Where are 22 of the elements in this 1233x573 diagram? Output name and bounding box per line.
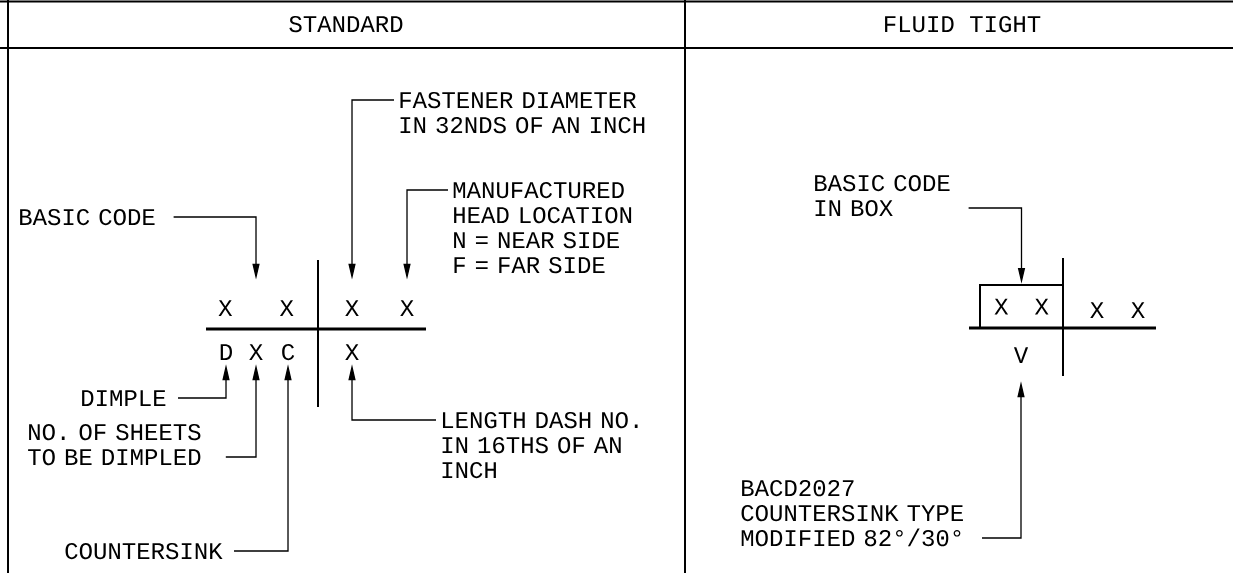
code-letter: X — [345, 300, 359, 316]
code-letter: V — [1013, 347, 1029, 363]
code-letter: X — [400, 300, 414, 316]
callout-text: BACD2027 COUNTERSINK TYPE MODIFIED 82°/30° — [741, 479, 963, 547]
code-letter: X — [345, 344, 359, 360]
code-letter: X — [1131, 302, 1145, 318]
code-letter: C — [282, 343, 295, 361]
callout-text: BASIC CODE IN BOX — [815, 174, 950, 217]
column-header: FLUID TIGHT — [885, 15, 1041, 33]
code-letter: X X — [218, 300, 294, 316]
code-letter: X — [249, 344, 263, 360]
column-header: STANDARD — [289, 15, 403, 33]
callout-text: NO. OF SHEETS TO BE DIMPLED — [28, 423, 201, 466]
callout-text: BASIC CODE — [20, 208, 155, 226]
callout-text: MANUFACTURED HEAD LOCATION N = NEAR SIDE F = FAR SIDE — [453, 181, 632, 274]
callout-text: LENGTH DASH NO. IN 16THS OF AN INCH — [442, 411, 638, 479]
callout-text: COUNTERSINK — [65, 542, 223, 560]
code-box: X X — [979, 284, 1064, 329]
code-letter: D — [220, 344, 232, 360]
callout-text: DIMPLE — [82, 390, 166, 406]
callout-text: FASTENER DIAMETER IN 32NDS OF AN INCH — [400, 91, 645, 134]
code-letter: X — [1090, 302, 1104, 318]
